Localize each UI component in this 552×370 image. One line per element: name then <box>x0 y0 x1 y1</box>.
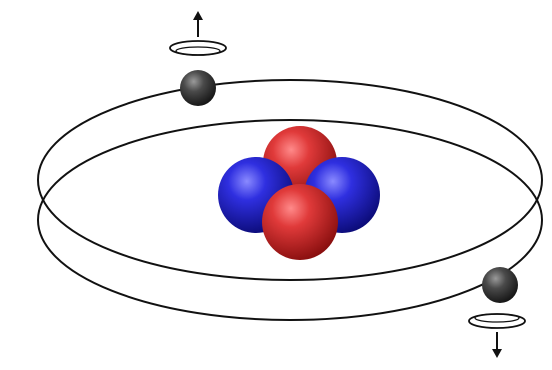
electron <box>482 267 518 303</box>
electron <box>180 70 216 106</box>
electron-upper <box>169 11 227 106</box>
orbit-lower <box>37 119 543 321</box>
spin-down-arrow-icon <box>492 332 502 358</box>
proton <box>262 184 338 260</box>
nucleus <box>218 126 380 260</box>
orbit-upper <box>37 79 543 281</box>
electron-lower <box>468 267 526 358</box>
spin-up-arrow-icon <box>193 11 203 37</box>
